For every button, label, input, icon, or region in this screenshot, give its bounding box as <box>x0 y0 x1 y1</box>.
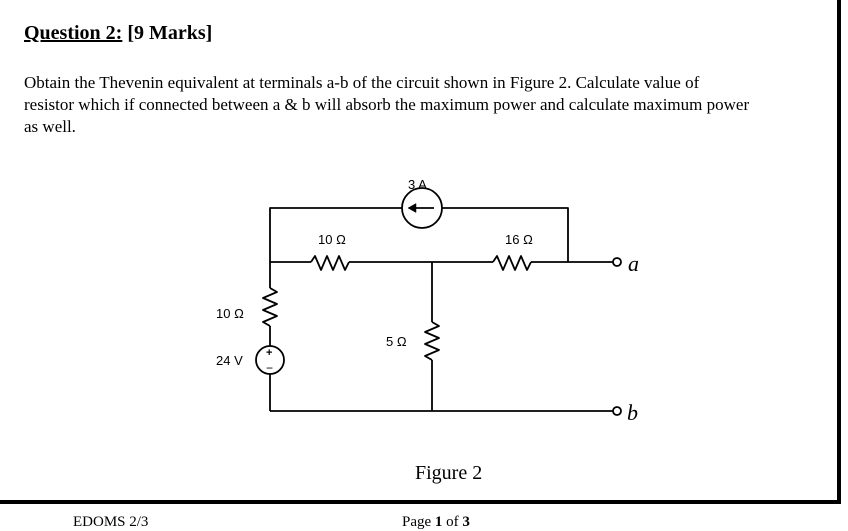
page-frame <box>0 0 841 504</box>
footer-course-code: EDOMS 2/3 <box>73 514 149 530</box>
question-line-2: resistor which if connected between a & … <box>24 95 750 114</box>
question-label: Question 2: <box>24 22 123 44</box>
current-arrow-icon <box>407 203 434 213</box>
resistor-left-label: 10 Ω <box>216 306 244 321</box>
minus-sign: − <box>266 361 273 375</box>
resistor-top-left-zigzag <box>310 255 350 271</box>
terminal-b-label: b <box>627 400 638 425</box>
resistor-middle-label: 5 Ω <box>386 334 407 349</box>
question-title: Question 2: [9 Marks] <box>24 22 212 45</box>
wire-top-loop <box>269 207 569 262</box>
page-prefix: Page <box>402 514 435 530</box>
resistor-left-zigzag <box>262 287 278 327</box>
resistor-middle-zigzag <box>424 321 440 361</box>
terminal-a-dot <box>612 257 622 267</box>
question-text: Obtain the Thevenin equivalent at termin… <box>24 72 839 138</box>
page-total: 3 <box>462 514 470 530</box>
current-source-circle <box>401 187 443 229</box>
resistor-top-left-label: 10 Ω <box>318 232 346 247</box>
resistor-top-right-label: 16 Ω <box>505 232 533 247</box>
terminal-a-label: a <box>628 251 639 276</box>
resistor-top-right-zigzag <box>492 255 532 271</box>
question-line-1: Obtain the Thevenin equivalent at termin… <box>24 73 700 92</box>
page-current: 1 <box>434 514 443 530</box>
footer-page-number: Page 1 of 3 <box>402 514 470 531</box>
figure-caption: Figure 2 <box>415 462 483 484</box>
voltage-source-label: 24 V <box>216 353 243 368</box>
terminal-b-dot <box>612 406 622 416</box>
current-source-label: 3 A <box>408 177 427 192</box>
question-line-3: as well. <box>24 117 76 136</box>
page-of: of <box>442 514 463 530</box>
plus-sign: + <box>266 347 272 359</box>
question-marks: [9 Marks] <box>127 22 213 44</box>
